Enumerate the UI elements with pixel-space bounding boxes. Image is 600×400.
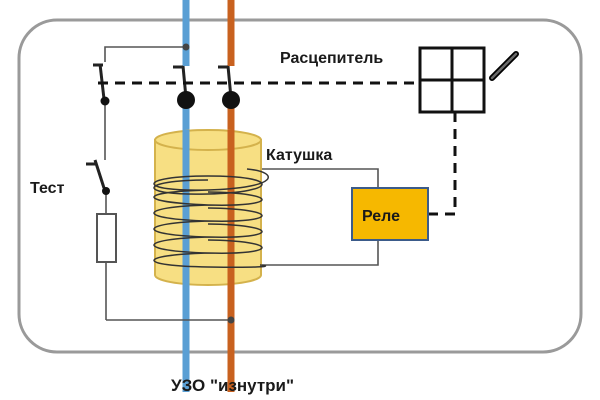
coil-relay-wiring xyxy=(247,168,379,266)
main-contact-phase-pivot xyxy=(222,91,240,109)
coil-wires-through xyxy=(182,130,235,290)
rcd-enclosure xyxy=(17,18,583,354)
test-label: Тест xyxy=(30,180,65,197)
relay-label: Реле xyxy=(362,208,400,225)
coil-top-face xyxy=(154,129,262,151)
main-contact-neutral-pivot xyxy=(177,91,195,109)
trip-mechanism xyxy=(418,46,486,114)
top-aux-contact-pivot xyxy=(100,96,110,106)
test-button xyxy=(86,159,106,189)
diagram-caption: УЗО "изнутри" xyxy=(171,376,294,395)
coil-winding xyxy=(153,168,269,269)
reset-lever-icon xyxy=(489,51,519,81)
coil-body xyxy=(154,139,262,286)
coil-label: Катушка xyxy=(266,147,332,164)
relay-box xyxy=(351,187,429,241)
junction-bottom xyxy=(227,316,235,324)
test-circuit xyxy=(104,46,231,321)
breaker-label: Расцепитель xyxy=(280,50,383,67)
relay-to-trip-dashed xyxy=(428,112,457,216)
junction-top xyxy=(182,43,190,51)
test-button-pivot xyxy=(102,187,110,195)
test-resistor xyxy=(96,213,117,263)
